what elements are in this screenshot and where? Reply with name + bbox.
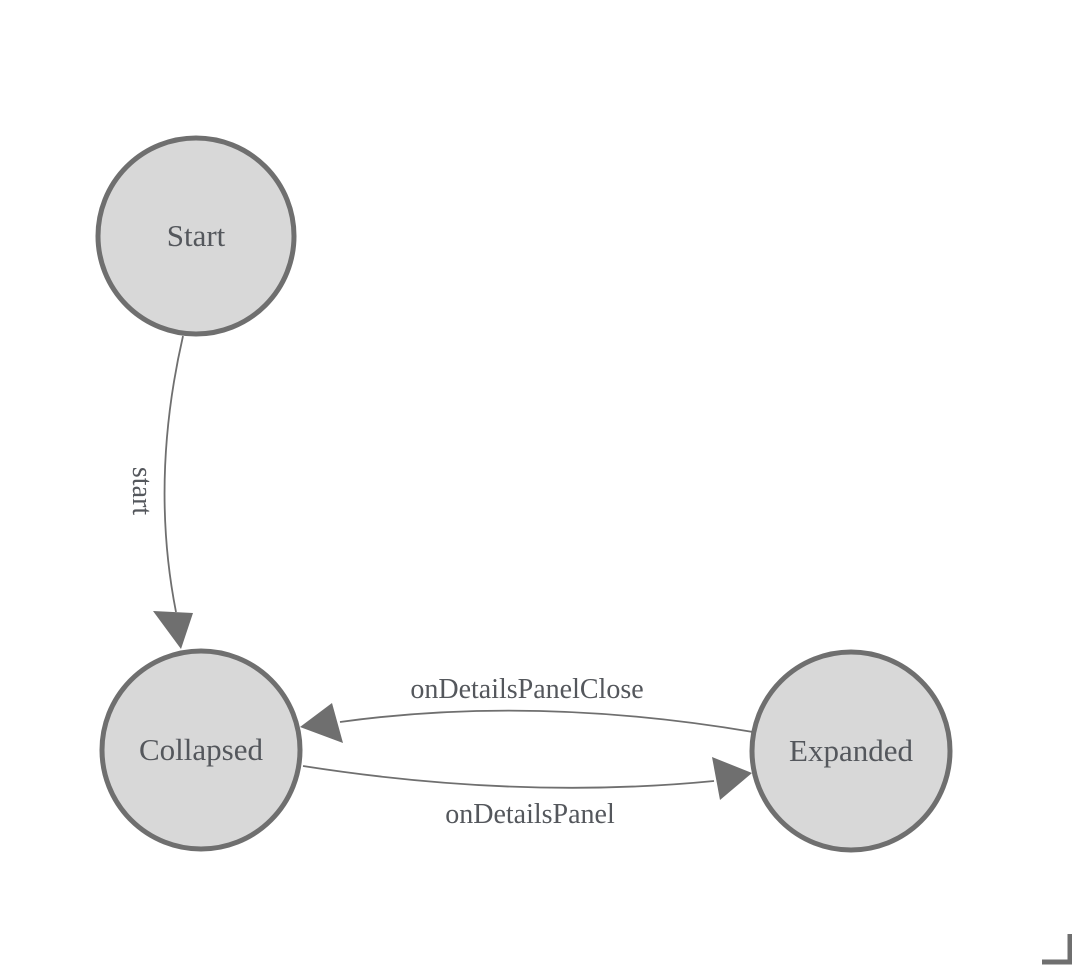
node-collapsed[interactable] [99,648,303,852]
arrowhead-into-collapsed-right [300,703,343,743]
edge-label-ondetailspanel: onDetailsPanel [445,799,615,830]
edge-collapsed-to-expanded [302,765,715,789]
edge-label-start: start [126,467,157,515]
edge-start-to-collapsed [163,335,184,613]
node-start[interactable] [95,135,297,337]
edge-label-ondetailspanelclose: onDetailsPanelClose [410,674,643,705]
canvas-resize-corner[interactable] [1042,934,1072,965]
arrowhead-into-expanded-left [712,757,752,800]
node-expanded[interactable] [749,649,953,853]
edge-expanded-to-collapsed [339,709,754,733]
arrowhead-into-collapsed-top [153,611,193,649]
